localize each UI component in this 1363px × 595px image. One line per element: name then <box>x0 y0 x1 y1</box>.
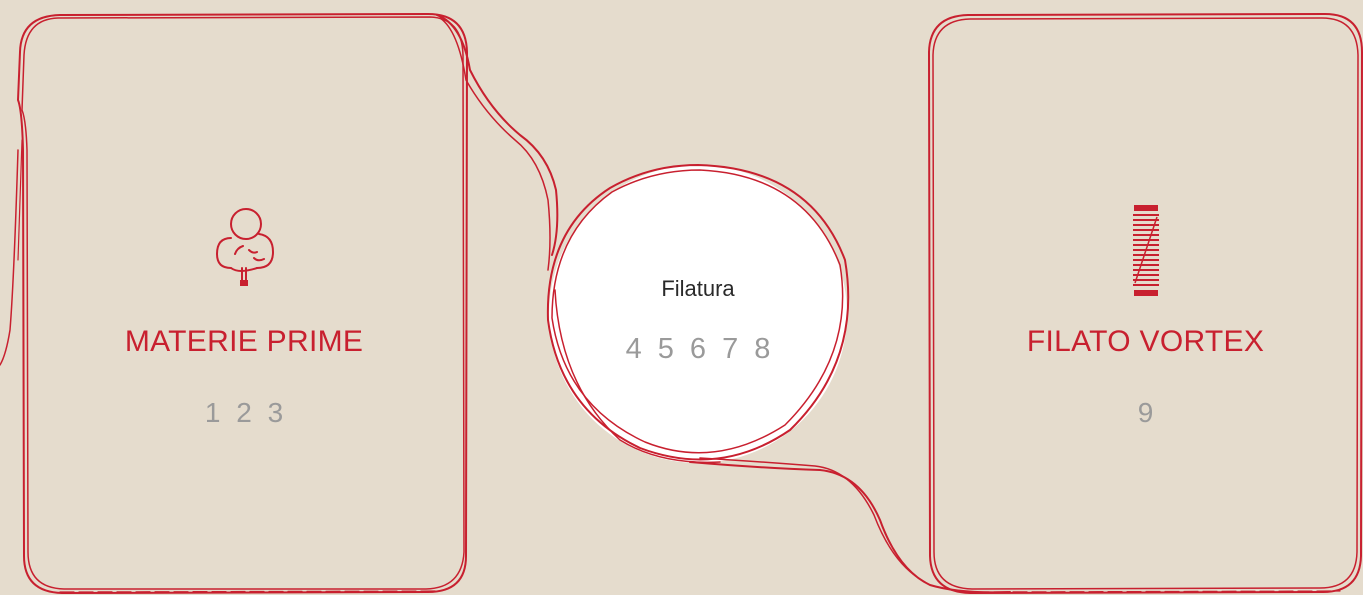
right-card-outline <box>928 13 1363 594</box>
thread-spool-icon <box>1121 203 1171 298</box>
stage-step-numbers: 9 <box>1137 397 1154 428</box>
hub-circle <box>549 165 847 463</box>
stage-title: MATERIE PRIME <box>124 325 364 358</box>
stage-step-numbers: 1 2 3 <box>204 397 284 428</box>
hub-outline <box>546 164 850 461</box>
stage-title: FILATO VORTEX <box>1026 325 1265 358</box>
hub-step-numbers: 4 5 6 7 8 <box>625 333 771 365</box>
cotton-plant-icon <box>209 202 279 302</box>
stage-hub-spinning: Filatura 4 5 6 7 8 <box>547 168 849 460</box>
stage-card-raw-materials: MATERIE PRIME 1 2 3 <box>20 15 468 595</box>
stage-card-yarn: FILATO VORTEX 9 <box>928 15 1363 595</box>
hub-title: Filatura <box>661 276 735 301</box>
left-card-outline <box>17 13 468 594</box>
